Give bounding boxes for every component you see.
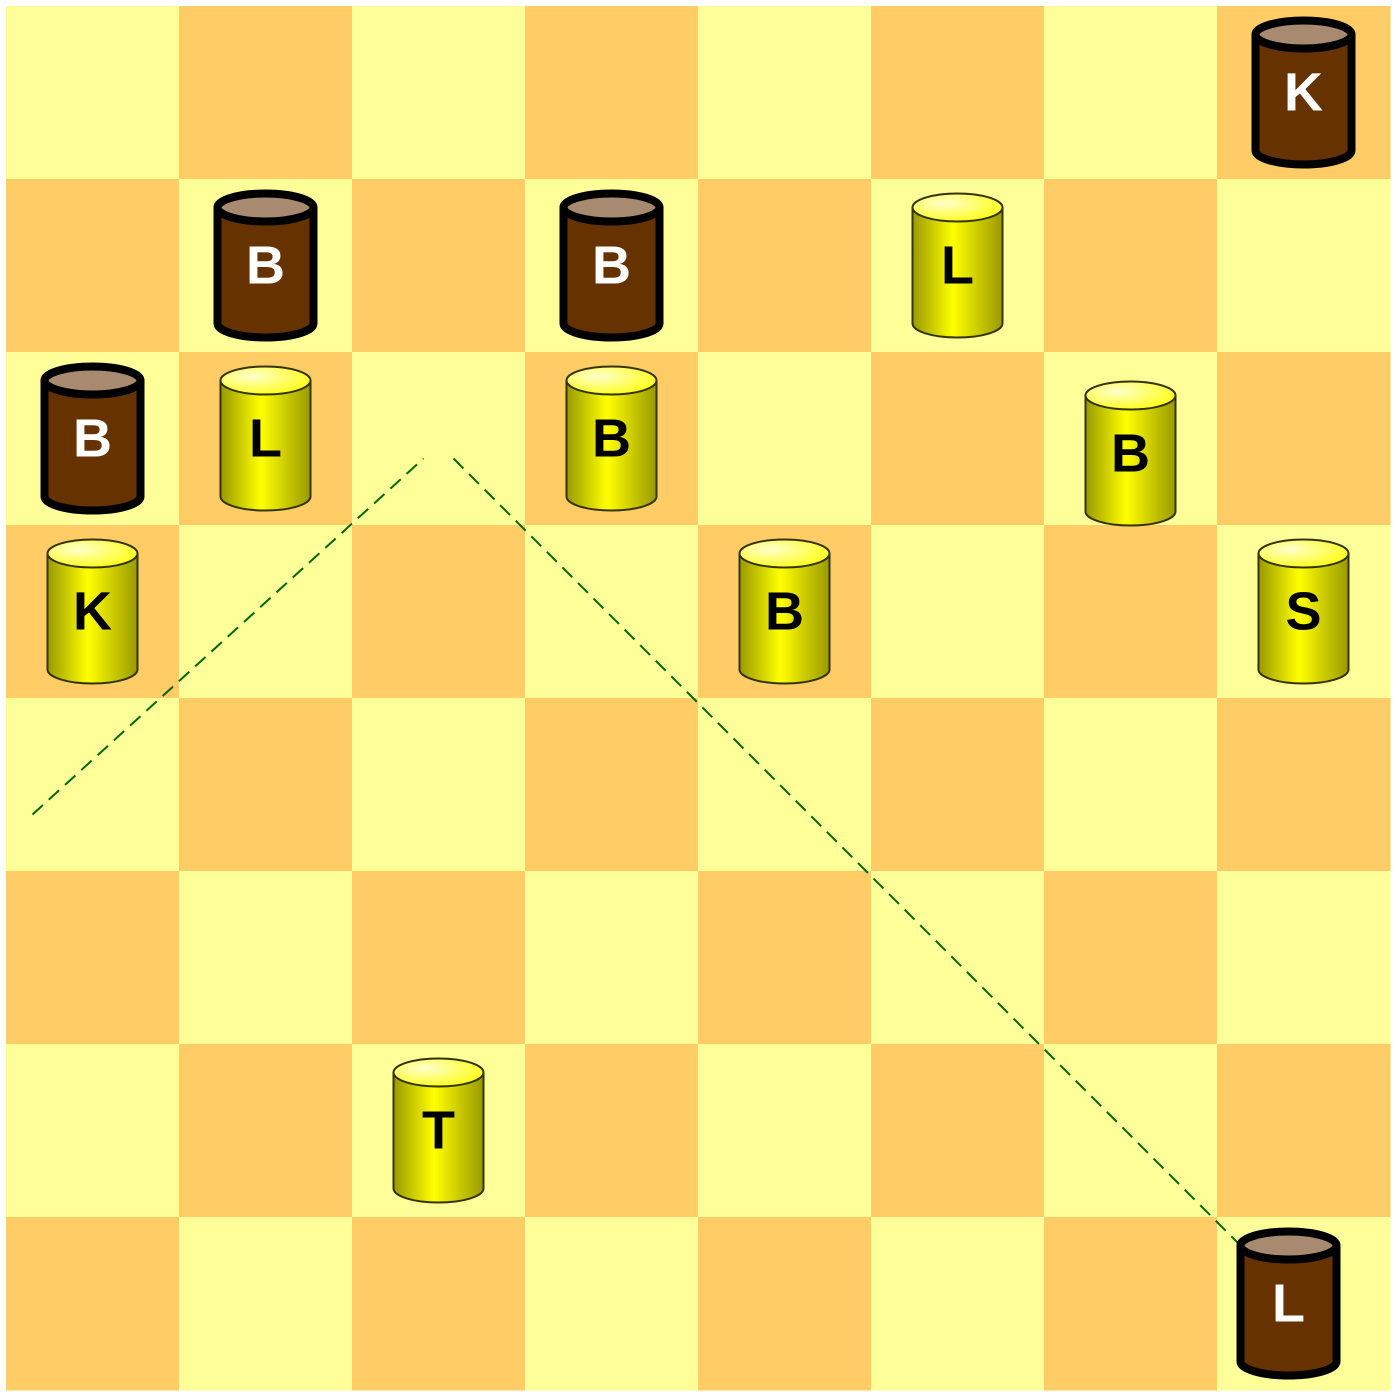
- piece-top: [45, 367, 141, 395]
- board-square[interactable]: [871, 871, 1045, 1045]
- piece-label: L: [941, 236, 974, 296]
- light-piece-b[interactable]: B: [567, 367, 657, 511]
- light-piece-k[interactable]: K: [48, 540, 138, 684]
- board-square[interactable]: [871, 6, 1045, 180]
- board-square[interactable]: [1044, 1044, 1218, 1218]
- piece-top: [48, 540, 138, 568]
- board-square[interactable]: [352, 525, 526, 699]
- board-square[interactable]: [525, 525, 699, 699]
- board-square[interactable]: [1044, 179, 1218, 353]
- board-square[interactable]: [352, 698, 526, 872]
- piece-label: B: [246, 236, 285, 296]
- board-square[interactable]: [6, 179, 180, 353]
- piece-label: B: [1111, 424, 1150, 484]
- board-square[interactable]: [6, 698, 180, 872]
- piece-top: [221, 367, 311, 395]
- piece-label: B: [592, 236, 631, 296]
- board-square[interactable]: [1217, 179, 1391, 353]
- board-square[interactable]: [871, 525, 1045, 699]
- piece-top: [567, 367, 657, 395]
- piece-label: B: [765, 582, 804, 642]
- board-square[interactable]: [525, 698, 699, 872]
- piece-top: [1086, 382, 1176, 410]
- board-square[interactable]: [1044, 525, 1218, 699]
- board-square[interactable]: [179, 871, 353, 1045]
- board-square[interactable]: [6, 1044, 180, 1218]
- light-piece-b[interactable]: B: [740, 540, 830, 684]
- board-square[interactable]: [179, 698, 353, 872]
- dark-piece-b[interactable]: B: [45, 367, 141, 511]
- board-square[interactable]: [179, 1044, 353, 1218]
- piece-label: S: [1285, 582, 1321, 642]
- board-square[interactable]: [525, 1217, 699, 1391]
- board-square[interactable]: [6, 871, 180, 1045]
- piece-label: K: [73, 582, 112, 642]
- board-square[interactable]: [1044, 1217, 1218, 1391]
- dark-piece-b[interactable]: B: [564, 194, 660, 338]
- light-piece-l[interactable]: L: [221, 367, 311, 511]
- board-square[interactable]: [179, 525, 353, 699]
- piece-top: [564, 194, 660, 222]
- board-square[interactable]: [525, 1044, 699, 1218]
- board-square[interactable]: [1217, 871, 1391, 1045]
- dark-piece-l[interactable]: L: [1241, 1232, 1337, 1376]
- piece-label: B: [592, 409, 631, 469]
- board-square[interactable]: [698, 352, 872, 526]
- piece-top: [394, 1059, 484, 1087]
- board-square[interactable]: [1044, 6, 1218, 180]
- dark-piece-k[interactable]: K: [1256, 21, 1352, 165]
- board-square[interactable]: [871, 698, 1045, 872]
- board-square[interactable]: [179, 1217, 353, 1391]
- board-square[interactable]: [1044, 871, 1218, 1045]
- board-square[interactable]: [1217, 698, 1391, 872]
- light-piece-b[interactable]: B: [1086, 382, 1176, 526]
- board-square[interactable]: [6, 6, 180, 180]
- board-square[interactable]: [698, 179, 872, 353]
- light-piece-t[interactable]: T: [394, 1059, 484, 1203]
- board-square[interactable]: [352, 1217, 526, 1391]
- board-square[interactable]: [352, 6, 526, 180]
- board-square[interactable]: [871, 1044, 1045, 1218]
- board-square[interactable]: [871, 1217, 1045, 1391]
- board-square[interactable]: [698, 1044, 872, 1218]
- board-square[interactable]: [698, 1217, 872, 1391]
- piece-top: [1256, 21, 1352, 49]
- piece-top: [1241, 1232, 1337, 1260]
- board-square[interactable]: [871, 352, 1045, 526]
- board-square[interactable]: [698, 698, 872, 872]
- board-square[interactable]: [352, 871, 526, 1045]
- board-square[interactable]: [1044, 698, 1218, 872]
- dark-piece-b[interactable]: B: [218, 194, 314, 338]
- board-square[interactable]: [698, 6, 872, 180]
- board-square[interactable]: [179, 6, 353, 180]
- board-square[interactable]: [6, 1217, 180, 1391]
- board-square[interactable]: [525, 6, 699, 180]
- board-square[interactable]: [698, 871, 872, 1045]
- piece-top: [740, 540, 830, 568]
- piece-label: L: [1272, 1274, 1305, 1334]
- piece-top: [218, 194, 314, 222]
- piece-top: [913, 194, 1003, 222]
- board-square[interactable]: [525, 871, 699, 1045]
- piece-label: L: [249, 409, 282, 469]
- board-square[interactable]: [352, 179, 526, 353]
- piece-top: [1259, 540, 1349, 568]
- piece-label: K: [1284, 63, 1323, 123]
- light-piece-s[interactable]: S: [1259, 540, 1349, 684]
- piece-label: T: [422, 1101, 455, 1161]
- board-square[interactable]: [1217, 1044, 1391, 1218]
- piece-label: B: [73, 409, 112, 469]
- light-piece-l[interactable]: L: [913, 194, 1003, 338]
- board-square[interactable]: [1217, 352, 1391, 526]
